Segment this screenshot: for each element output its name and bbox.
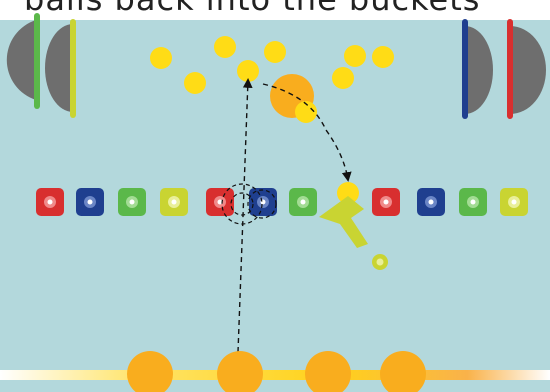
block-green[interactable]: [118, 188, 146, 216]
ball[interactable]: [264, 41, 286, 63]
block-blue[interactable]: [76, 188, 104, 216]
floor-base: [0, 380, 550, 392]
block-red[interactable]: [36, 188, 64, 216]
floor-ball[interactable]: [305, 351, 351, 392]
bucket-red: [510, 26, 546, 114]
ball[interactable]: [237, 60, 259, 82]
ball[interactable]: [344, 45, 366, 67]
block-red[interactable]: [206, 188, 234, 216]
block-row: [36, 188, 528, 216]
floor-ball[interactable]: [217, 351, 263, 392]
block-blue[interactable]: [417, 188, 445, 216]
block-red[interactable]: [372, 188, 400, 216]
ball[interactable]: [332, 67, 354, 89]
right-bucket-group: [465, 22, 546, 116]
ball[interactable]: [150, 47, 172, 69]
ball[interactable]: [372, 46, 394, 68]
block-green[interactable]: [459, 188, 487, 216]
bucket-green: [7, 20, 36, 100]
block-lime[interactable]: [500, 188, 528, 216]
air-balls: [150, 36, 394, 204]
left-bucket-group: [7, 16, 73, 115]
ball[interactable]: [184, 72, 206, 94]
floor-bar: [0, 370, 550, 380]
floor-ball[interactable]: [127, 351, 173, 392]
ball[interactable]: [214, 36, 236, 58]
bucket-blue: [465, 26, 493, 114]
block-green[interactable]: [289, 188, 317, 216]
floor-ball[interactable]: [380, 351, 426, 392]
bucket-lime: [45, 24, 73, 112]
block-lime[interactable]: [160, 188, 188, 216]
